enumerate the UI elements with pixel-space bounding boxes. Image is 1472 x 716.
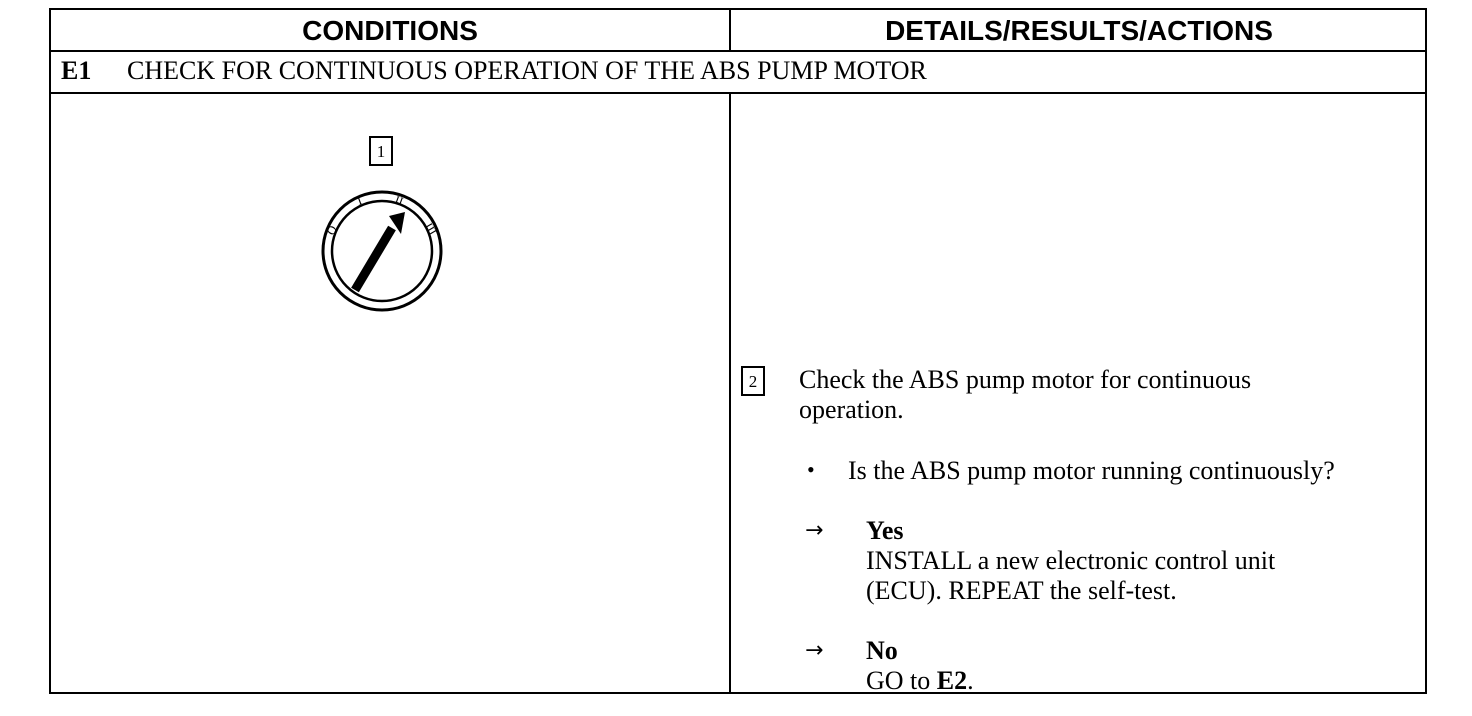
diagnostic-table: CONDITIONS DETAILS/RESULTS/ACTIONS E1 CH… [49, 8, 1427, 696]
no-action-prefix: GO to [866, 666, 937, 695]
step-title-row: E1 CHECK FOR CONTINUOUS OPERATION OF THE… [51, 52, 1425, 94]
instruction-line-1: Check the ABS pump motor for continuous [799, 365, 1252, 394]
conditions-header: CONDITIONS [302, 15, 478, 46]
yes-action-line-2: (ECU). REPEAT the self-test. [866, 576, 1177, 605]
callout-1: 1 [369, 136, 393, 166]
no-action-target: E2 [936, 666, 968, 695]
details-header: DETAILS/RESULTS/ACTIONS [885, 15, 1273, 46]
instruction-text: Check the ABS pump motor for continuous … [799, 365, 1251, 425]
header-divider [729, 10, 731, 52]
yes-label: Yes [866, 516, 904, 545]
ignition-switch-icon: O I II III [319, 188, 445, 319]
no-branch: No GO to E2. [866, 636, 974, 696]
column-divider [729, 94, 731, 694]
yes-branch: Yes INSTALL a new electronic control uni… [866, 516, 1275, 606]
no-action: GO to E2. [866, 666, 974, 696]
table-header-row: CONDITIONS DETAILS/RESULTS/ACTIONS [51, 10, 1425, 52]
no-label: No [866, 636, 898, 665]
question-bullet: • [807, 457, 815, 482]
step-code: E1 [61, 56, 92, 85]
no-arrow-icon: → [805, 638, 824, 663]
step-title: CHECK FOR CONTINUOUS OPERATION OF THE AB… [127, 56, 927, 85]
yes-action-line-1: INSTALL a new electronic control unit [866, 546, 1276, 575]
switch-position-1: I [355, 193, 364, 208]
question-text: Is the ABS pump motor running continuous… [848, 456, 1335, 485]
instruction-line-2: operation. [799, 395, 904, 424]
yes-arrow-icon: → [805, 518, 824, 543]
callout-2: 2 [741, 366, 765, 396]
no-action-suffix: . [967, 666, 974, 695]
